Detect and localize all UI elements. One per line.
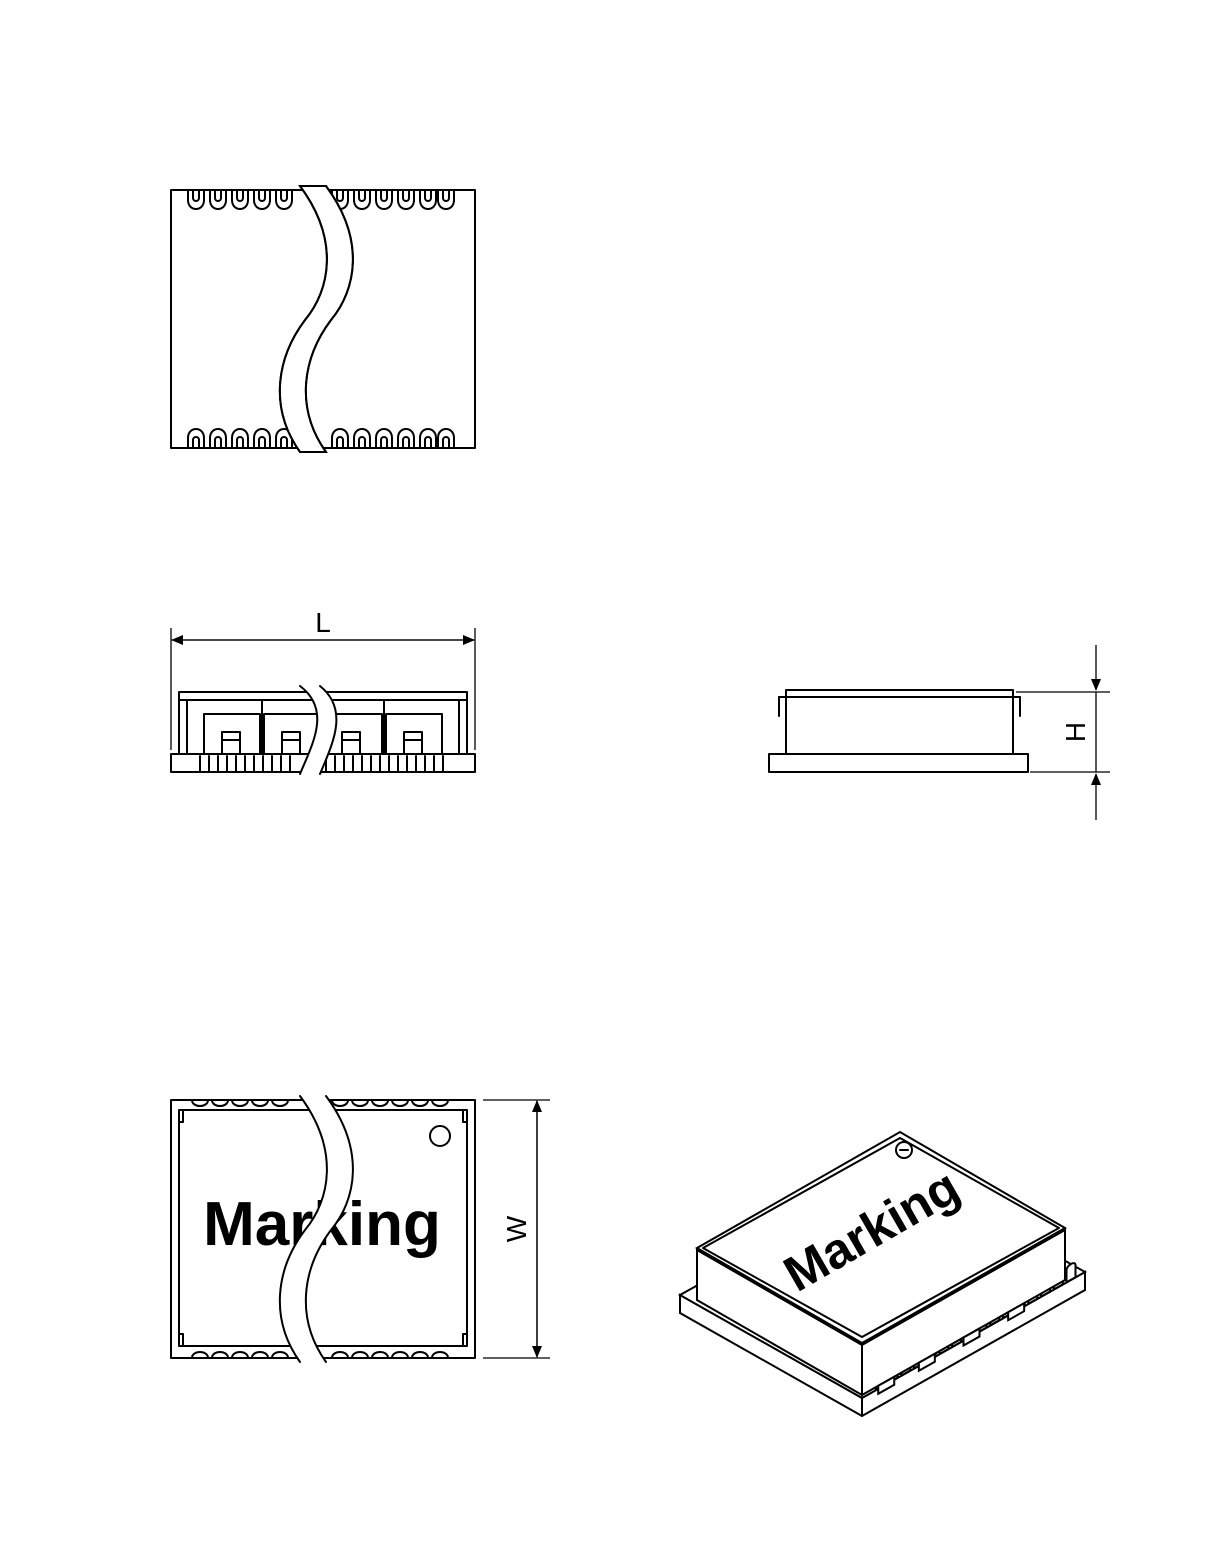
castellation	[271, 1351, 289, 1359]
castellation	[191, 1351, 209, 1359]
pad-notch	[192, 436, 200, 449]
solder-pad	[231, 189, 249, 210]
castellation	[431, 1099, 449, 1107]
solder-pad	[419, 428, 437, 449]
castellation	[251, 1351, 269, 1359]
iso-shield-tabs	[877, 1301, 1026, 1396]
solder-pad	[187, 189, 205, 210]
pad-notch	[280, 436, 288, 449]
solder-pad	[375, 428, 393, 449]
iso-shield-tab	[917, 1352, 936, 1373]
iso-shield-tab	[877, 1375, 896, 1396]
iso-shield-tab	[962, 1326, 981, 1348]
pad-notch	[236, 189, 244, 202]
castellation	[371, 1099, 389, 1107]
pad-notch	[336, 189, 344, 202]
castellation	[251, 1099, 269, 1107]
pad-notch	[424, 436, 432, 449]
pad-notch	[258, 436, 266, 449]
dimension-label-w: W	[501, 1215, 532, 1242]
pin1-indicator	[429, 1125, 451, 1147]
castellation	[411, 1099, 429, 1107]
castellation	[391, 1351, 409, 1359]
dimension-label-l: L	[315, 607, 331, 638]
solder-pad	[397, 428, 415, 449]
iso-shield-tab	[1007, 1301, 1026, 1322]
pad-row-top	[187, 189, 455, 210]
solder-pad	[437, 428, 455, 449]
iso-terminal	[1065, 1262, 1077, 1284]
castellation	[391, 1099, 409, 1107]
solder-pad	[353, 189, 371, 210]
castellation	[351, 1351, 369, 1359]
iso-pin1-indicator	[895, 1141, 913, 1159]
castellation	[191, 1099, 209, 1107]
solder-pad	[187, 428, 205, 449]
pad-row-bottom	[187, 428, 455, 449]
pad-notch	[214, 189, 222, 202]
pad-notch	[336, 436, 344, 449]
solder-pad	[253, 189, 271, 210]
pad-notch	[442, 436, 450, 449]
castellation	[331, 1351, 349, 1359]
solder-pad	[353, 428, 371, 449]
castellation	[211, 1099, 229, 1107]
castellation-row-bottom	[191, 1351, 449, 1359]
castellation	[411, 1351, 429, 1359]
solder-pad	[419, 189, 437, 210]
dimension-label-h: H	[1060, 722, 1091, 742]
solder-pad	[209, 189, 227, 210]
solder-pad	[397, 189, 415, 210]
solder-pad	[331, 428, 349, 449]
pad-notch	[236, 436, 244, 449]
solder-pad	[275, 189, 293, 210]
pad-notch	[424, 189, 432, 202]
pad-notch	[358, 436, 366, 449]
castellation	[231, 1099, 249, 1107]
bottom-view	[170, 185, 476, 453]
isometric-view: Marking	[677, 1130, 1088, 1418]
solder-pad	[209, 428, 227, 449]
castellation	[211, 1351, 229, 1359]
terminal-row	[199, 755, 444, 773]
solder-pad	[437, 189, 455, 210]
castellation	[351, 1099, 369, 1107]
castellation	[331, 1099, 349, 1107]
castellation	[431, 1351, 449, 1359]
castellation	[371, 1351, 389, 1359]
pad-notch	[192, 189, 200, 202]
side-view: H	[768, 645, 1110, 820]
castellation	[231, 1351, 249, 1359]
solder-pad	[253, 428, 271, 449]
solder-pad	[231, 428, 249, 449]
pad-notch	[214, 436, 222, 449]
front-view: L	[170, 607, 476, 775]
pad-notch	[402, 189, 410, 202]
castellation	[271, 1099, 289, 1107]
pad-notch	[380, 436, 388, 449]
pad-notch	[380, 189, 388, 202]
pad-notch	[358, 189, 366, 202]
break-band	[278, 185, 354, 453]
castellation-row-top	[191, 1099, 449, 1107]
solder-pad	[375, 189, 393, 210]
pad-notch	[402, 436, 410, 449]
pad-notch	[258, 189, 266, 202]
pad-notch	[442, 189, 450, 202]
top-view: Marking W	[170, 1095, 550, 1363]
pad-notch	[280, 189, 288, 202]
